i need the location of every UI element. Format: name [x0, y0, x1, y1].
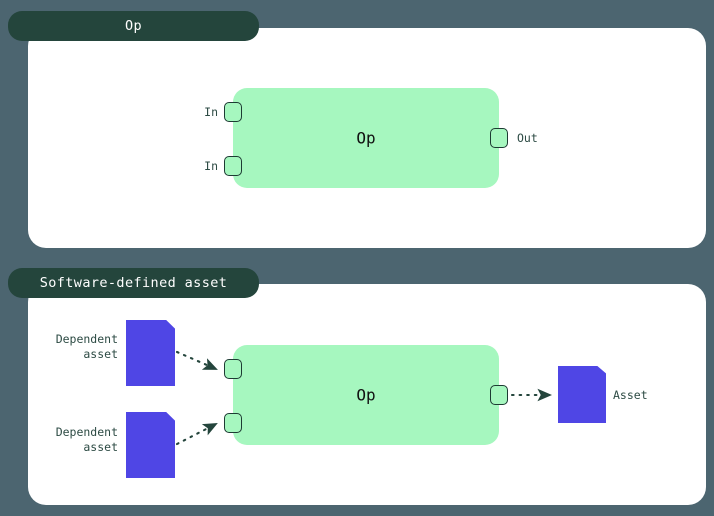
output-asset-label: Asset — [613, 388, 648, 402]
output-asset-icon[interactable] — [558, 366, 606, 423]
op-output-port-1-label: Out — [517, 131, 538, 145]
sda-input-port-2[interactable] — [224, 413, 242, 433]
op-box-2[interactable]: Op — [233, 345, 499, 445]
dependent-asset-1-label-line2: asset — [83, 347, 118, 361]
op-input-port-1[interactable] — [224, 102, 242, 122]
op-output-port-1[interactable] — [490, 128, 508, 148]
op-box-1-label: Op — [356, 128, 376, 148]
panel-tab-op-label: Op — [124, 18, 143, 34]
dependent-asset-1-label-line1: Dependent — [55, 332, 118, 346]
dependent-asset-2-icon[interactable] — [126, 412, 175, 478]
panel-tab-software-defined-asset-label: Software-defined asset — [39, 275, 228, 291]
dependent-asset-2-label-line1: Dependent — [55, 425, 118, 439]
op-input-port-2-label: In — [204, 159, 218, 173]
panel-tab-op[interactable]: Op — [8, 11, 259, 41]
sda-input-port-1[interactable] — [224, 359, 242, 379]
panel-tab-software-defined-asset[interactable]: Software-defined asset — [8, 268, 259, 298]
edge-dependent-asset-1-to-input-port-1 — [175, 350, 218, 371]
op-input-port-2[interactable] — [224, 156, 242, 176]
edge-dependent-asset-2-to-input-port-2 — [175, 422, 218, 446]
op-box-2-label: Op — [356, 385, 376, 405]
dependent-asset-1-icon[interactable] — [126, 320, 175, 386]
dependent-asset-2-label-line2: asset — [83, 440, 118, 454]
sda-output-port-1[interactable] — [490, 385, 508, 405]
op-box-1[interactable]: Op — [233, 88, 499, 188]
op-input-port-1-label: In — [204, 105, 218, 119]
